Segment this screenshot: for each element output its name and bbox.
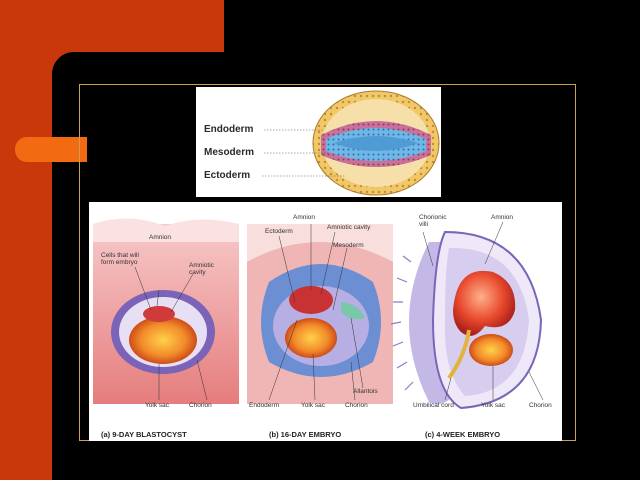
endoderm-label: Endoderm (204, 124, 254, 135)
panel-b-amniotic-cavity-label: Amniotic cavity (327, 224, 371, 231)
panel-c-yolk-sac-label: Yolk sac (481, 402, 505, 409)
panel-c-amnion-label: Amnion (491, 214, 514, 221)
panel-b-ectoderm-label: Ectoderm (265, 228, 293, 235)
panel-c-caption: (c) 4-WEEK EMBRYO (425, 430, 501, 439)
embryo-illustrations (93, 218, 544, 410)
mesoderm-label: Mesoderm (204, 147, 255, 158)
ectoderm-label: Ectoderm (204, 170, 251, 181)
panel-b-caption: (b) 16-DAY EMBRYO (269, 430, 342, 439)
panel-a-yolk-sac-label: Yolk sac (145, 402, 169, 409)
panel-b-allantois-label: Allantois (353, 388, 378, 395)
panel-c-chorionic-villi-label: Chorionic villi (419, 214, 447, 228)
panel-c-chorion-label: Chorion (529, 402, 552, 409)
panel-b-chorion-label: Chorion (345, 402, 368, 409)
panel-a-caption: (a) 9-DAY BLASTOCYST (101, 430, 187, 439)
germ-layers-illustration (262, 90, 440, 196)
panel-b-mesoderm-label: Mesoderm (333, 242, 364, 249)
panel-a-amniotic-cavity-label: Amniotic cavity (189, 262, 214, 276)
panel-b-amnion-label: Amnion (293, 214, 316, 221)
panel-a-blastocyst (93, 218, 239, 404)
panel-b-endoderm-label: Endoderm (249, 402, 279, 409)
embryo-development-diagram: Amnion Cells that will form embryo Amnio… (89, 202, 562, 441)
panel-a-cells-embryo-label: Cells that will form embryo (101, 252, 139, 266)
panel-a-amnion-label: Amnion (149, 234, 172, 241)
germ-layers-diagram: Endoderm Mesoderm Ectoderm (196, 87, 441, 197)
panel-c-umbilical-cord-label: Umbilical cord (413, 402, 454, 409)
panel-c-4week-embryo (390, 221, 544, 410)
panel-b-16day-embryo (247, 224, 393, 404)
panel-b-yolk-sac-label: Yolk sac (301, 402, 325, 409)
panel-a-chorion-label: Chorion (189, 402, 212, 409)
orange-tab-accent (15, 137, 87, 162)
